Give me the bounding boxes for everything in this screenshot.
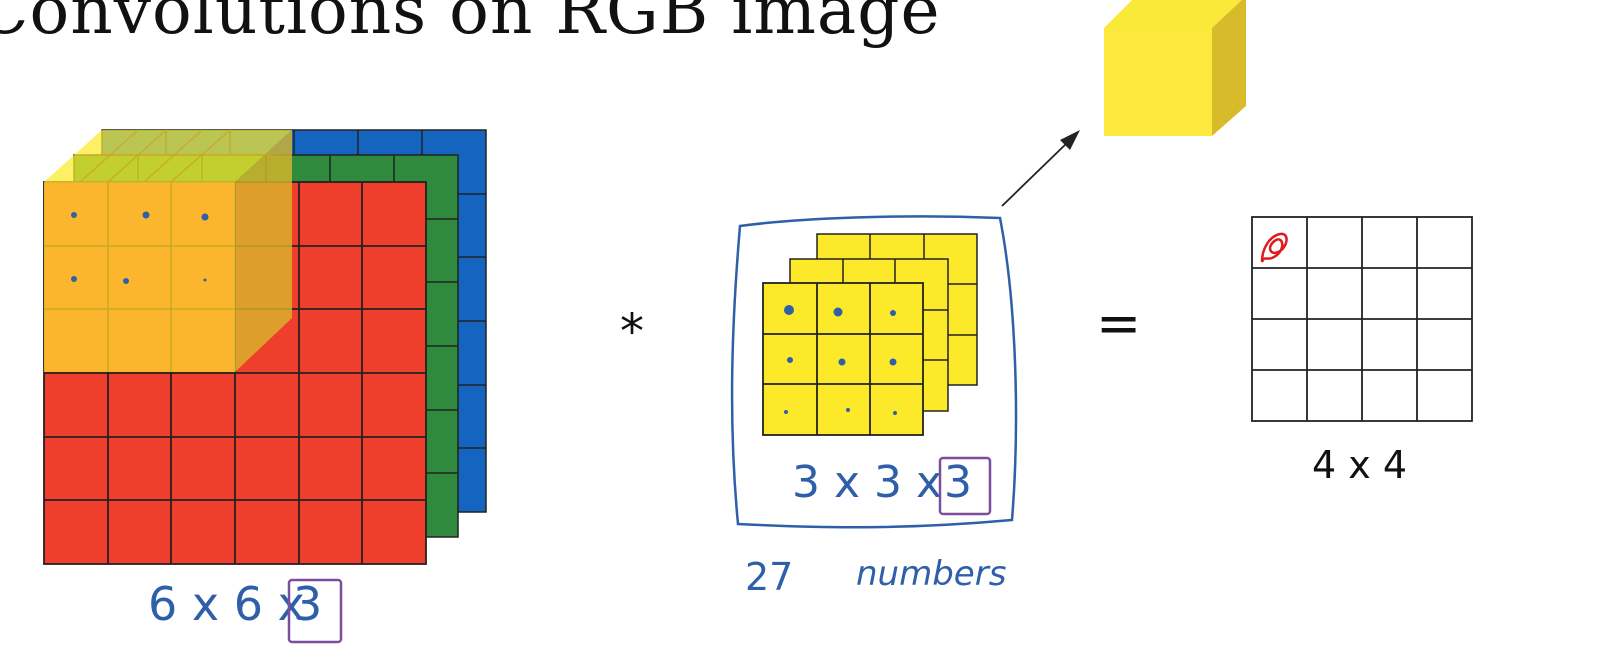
filter-overlay-on-input [44,129,292,372]
input-channels-box [287,578,343,644]
convolution-operator: * [620,304,644,360]
filter-dims-label: 3 x 3 x [792,457,942,508]
filter: 3 x 3 x 3 27 numbers [730,215,1018,599]
arrow-icon [1001,130,1080,207]
filter-param-word: numbers [856,554,1006,594]
cube-icon [1104,0,1246,136]
filter-channels-box [938,456,992,516]
filter-hand-outline [730,215,1018,529]
scribble-mark-icon [1260,232,1288,263]
equals-operator: = [1096,292,1141,355]
slide-title: Convolutions on RGB image [0,0,941,49]
filter-layer-front [762,282,924,436]
cube-side-face [1212,0,1246,136]
input-volume: 6 x 6 x 3 [43,129,487,644]
filter-weight-dots [784,305,897,415]
cube-top-face [1104,0,1242,28]
output-dims-label: 4 x 4 [1312,443,1407,487]
filter-overlay-top-face [44,130,292,182]
filter-overlay-side-face [235,130,292,372]
filter-param-count: 27 [745,555,793,599]
output-grid [1251,216,1473,422]
cube-front-face [1104,28,1212,136]
filter-overlay-weight-dots [71,211,209,284]
filter-channels-boxed: 3 [944,457,972,508]
input-dims-label: 6 x 6 x [148,577,305,631]
input-channels-boxed: 3 [293,577,322,631]
